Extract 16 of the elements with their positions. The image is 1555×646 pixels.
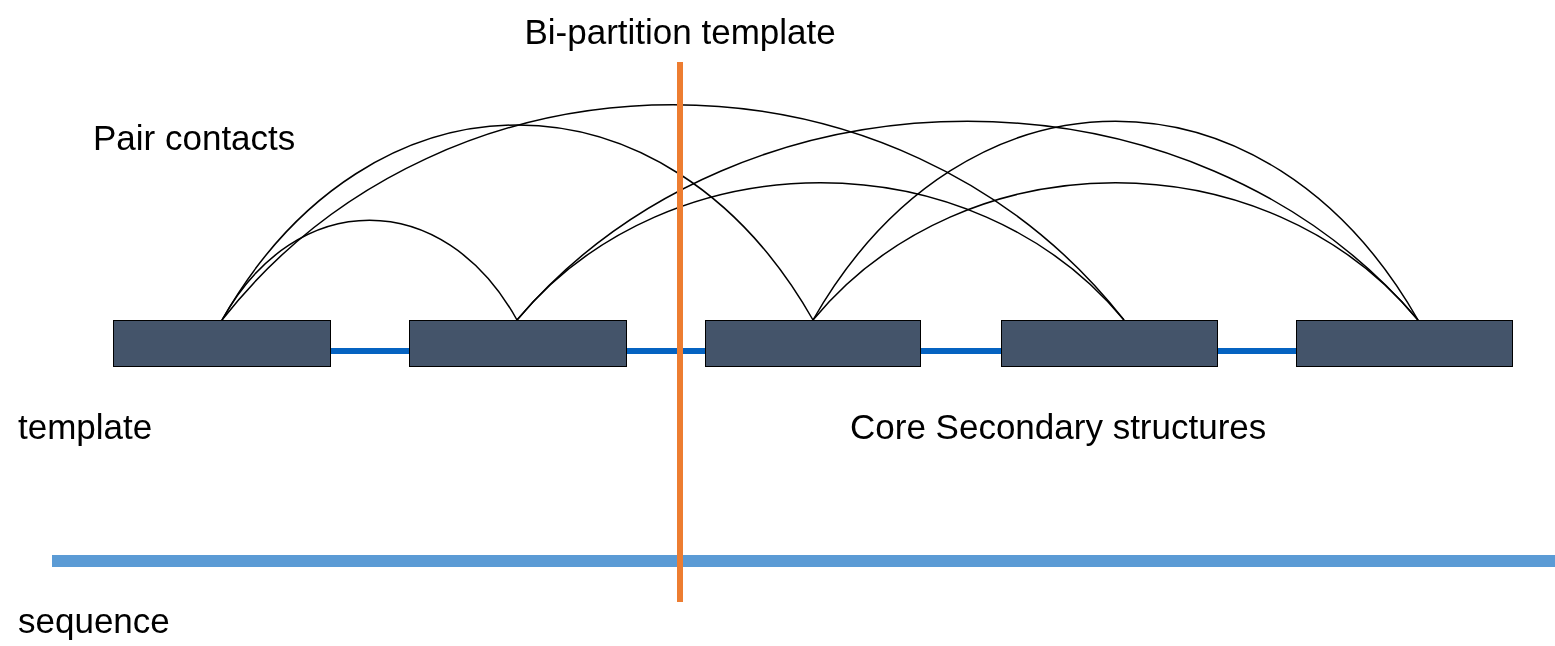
structure-block [1296,320,1513,367]
label-text: Core Secondary structures [850,407,1267,448]
structure-block [409,320,627,367]
label-text: Bi-partition template [524,12,836,53]
connector-line [331,348,409,354]
label-text: sequence [18,601,170,642]
contact-arc [221,124,814,321]
connector-line [1218,348,1296,354]
label-text: template [18,407,153,448]
structure-block [705,320,921,367]
structure-block [1001,320,1218,367]
connector-line [921,348,1001,354]
connector-line [627,348,705,354]
contact-arc [812,182,1419,321]
label-text: Pair contacts [93,118,296,159]
structure-block [113,320,331,367]
